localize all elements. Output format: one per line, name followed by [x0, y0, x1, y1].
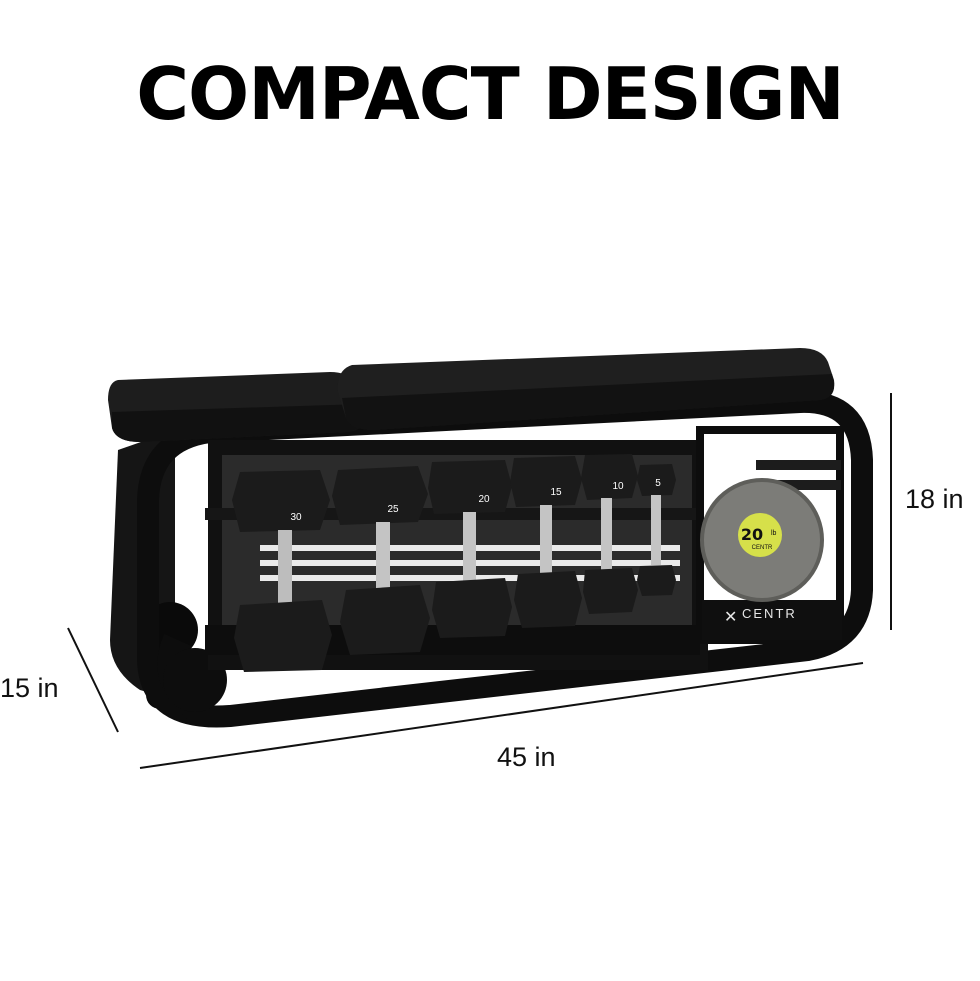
dumbbell-10 [581, 454, 638, 614]
dumbbell-label-25: 25 [387, 504, 399, 515]
dumbbell-label-5: 5 [655, 478, 661, 489]
ball-weight: 20 [741, 525, 763, 544]
ball-badge [738, 513, 782, 557]
dumbbell-25 [332, 466, 430, 655]
page-title: COMPACT DESIGN [136, 52, 845, 136]
width-label: 45 in [497, 742, 556, 772]
height-label: 18 in [905, 484, 964, 514]
brand-logo: ✕ CENTR [724, 606, 797, 626]
depth-label: 15 in [0, 673, 59, 703]
ball-brand: CENTR [752, 545, 773, 551]
dumbbell-30 [232, 470, 332, 672]
dumbbell-5 [637, 464, 676, 596]
brand-logo-text: CENTR [742, 606, 797, 621]
dumbbell-label-10: 10 [612, 481, 624, 492]
x-logo-icon: ✕ [724, 607, 737, 626]
dumbbell-20 [428, 460, 512, 638]
dumbbell-label-30: 30 [290, 512, 302, 523]
bench-frame [137, 390, 873, 728]
ball-unit: lb [771, 530, 777, 537]
depth-dimension-line [67, 627, 119, 733]
dumbbell-label-15: 15 [550, 487, 562, 498]
medicine-ball: 20 lb CENTR [700, 478, 824, 602]
width-dimension-line [139, 662, 864, 769]
dumbbell-15 [510, 456, 582, 628]
dumbbell-label-20: 20 [478, 494, 490, 505]
